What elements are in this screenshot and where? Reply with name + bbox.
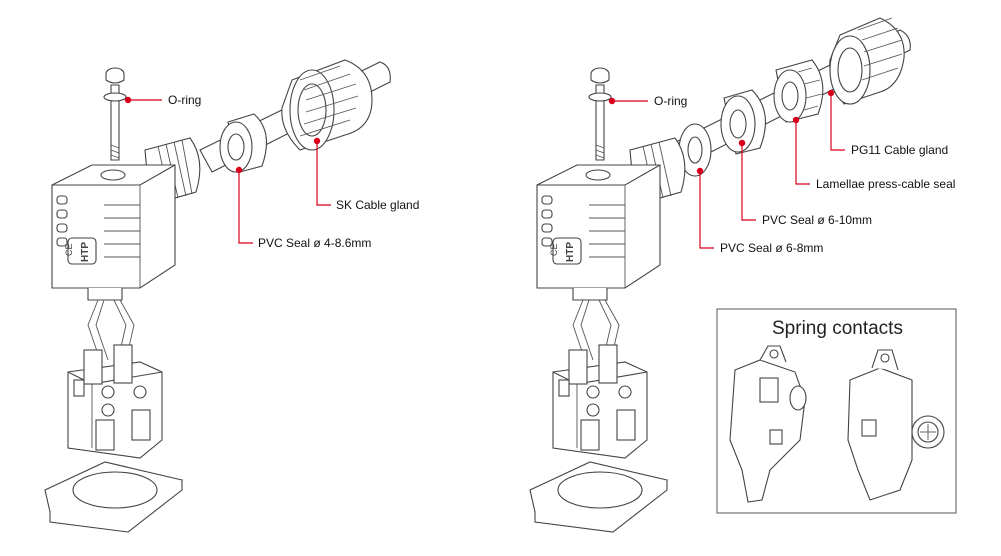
leader-right-pvc-seal-6-10 (741, 143, 756, 221)
right-flat-gasket (529, 461, 669, 533)
label-right-pg11-cable-gland: PG11 Cable gland (851, 143, 949, 157)
leader-left-pvc-seal (238, 170, 253, 244)
left-contact-insert (67, 344, 163, 459)
label-right-o-ring: O-ring (654, 94, 688, 108)
spring-contact-right-part (847, 349, 945, 501)
label-right-lamellae-seal: Lamellae press-cable seal (816, 177, 956, 191)
leader-dot-right-pg11-gland (827, 89, 835, 97)
leader-right-lamellae-seal (795, 120, 810, 185)
right-lamellae-seal (773, 59, 824, 123)
leader-dot-right-lamellae-seal (792, 116, 800, 124)
spring-contacts-inset (716, 308, 957, 514)
leader-dot-left-o-ring (124, 96, 132, 104)
left-pvc-seal (219, 113, 268, 173)
left-screw (105, 67, 125, 161)
label-right-pvc-seal-6-8: PVC Seal ø 6-8mm (720, 241, 824, 255)
left-assembly (44, 59, 391, 533)
leader-dot-left-pvc-seal (235, 166, 243, 174)
right-brand-mark: HTP (565, 242, 576, 262)
leader-right-pvc-seal-6-8 (699, 171, 714, 249)
leader-dot-left-sk-gland (313, 137, 321, 145)
inset-title: Spring contacts (772, 318, 903, 339)
leader-left-sk-gland (316, 141, 331, 206)
leader-lines (124, 89, 845, 249)
leader-dot-right-o-ring (608, 97, 616, 105)
right-o-ring (588, 92, 612, 102)
left-ce-mark: CE (64, 243, 74, 256)
right-ce-mark: CE (549, 243, 559, 256)
leader-dot-right-pvc-seal-6-8 (696, 167, 704, 175)
right-connector-housing (536, 164, 661, 301)
label-left-o-ring: O-ring (168, 93, 202, 107)
spring-contact-left-part (729, 345, 807, 503)
left-o-ring (103, 92, 127, 102)
left-housing-logo: CE HTP (64, 242, 91, 262)
left-flat-gasket (44, 461, 184, 533)
right-screw (590, 67, 610, 161)
leader-dot-right-pvc-seal-6-10 (738, 139, 746, 147)
right-housing-logo: CE HTP (549, 242, 576, 262)
right-pvc-seal-6-10 (720, 89, 766, 155)
label-right-pvc-seal-6-10: PVC Seal ø 6-10mm (762, 213, 873, 227)
label-left-sk-cable-gland: SK Cable gland (336, 198, 420, 212)
label-left-pvc-seal: PVC Seal ø 4-8.6mm (258, 236, 372, 250)
right-contact-insert (552, 344, 648, 459)
right-pvc-seal-6-8 (678, 123, 712, 177)
right-assembly (529, 17, 911, 533)
right-pg11-cable-gland (829, 17, 905, 105)
left-sk-cable-gland (281, 59, 373, 151)
left-connector-housing (51, 164, 176, 301)
leader-right-pg11-gland (830, 93, 845, 151)
left-brand-mark: HTP (80, 242, 91, 262)
